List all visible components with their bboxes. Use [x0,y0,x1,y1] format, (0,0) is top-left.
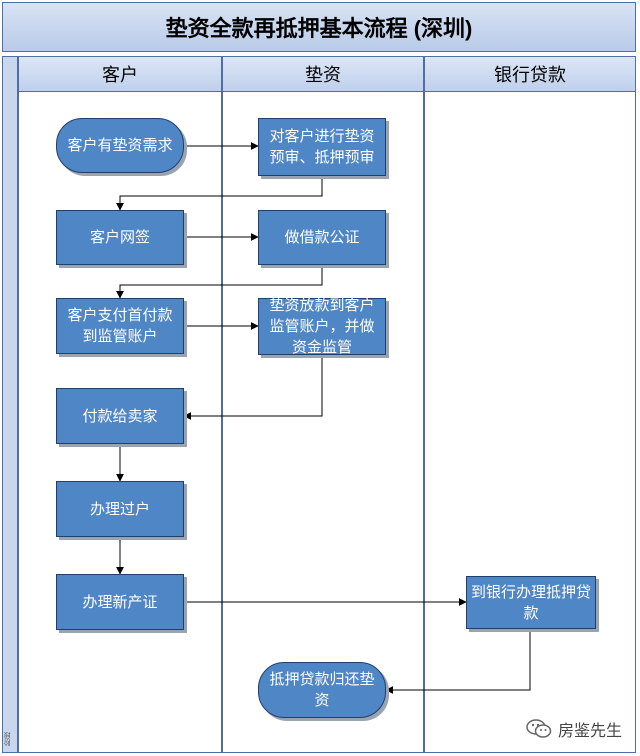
node-loan-notarization: 做借款公证 [258,210,386,265]
lane-header-bridge-loan: 垫资 [222,56,424,92]
node-pre-review: 对客户进行垫资预审、抵押预审 [258,118,386,176]
lane-bridge-loan [222,92,424,753]
diagram-title: 垫资全款再抵押基本流程 (深圳) [2,2,636,52]
lane-bank-loan [424,92,636,753]
node-bridge-loan-demand: 客户有垫资需求 [56,118,184,173]
node-bank-mortgage: 到银行办理抵押贷款 [466,576,596,629]
lane-header-bank-loan: 银行贷款 [424,56,636,92]
lane-header-customer: 客户 [18,56,222,92]
node-down-payment: 客户支付首付款到监管账户 [56,298,184,354]
node-transfer-ownership: 办理过户 [56,481,184,537]
watermark: 房鉴先生 [526,714,622,744]
node-disburse-funds: 垫资放款到客户监管账户，并做资金监管 [258,297,386,356]
phase-label: 阶段 [4,732,11,746]
phase-strip [2,56,18,753]
node-online-signing: 客户网签 [56,210,184,265]
watermark-text: 房鉴先生 [558,723,623,740]
wechat-icon [526,719,552,738]
node-repay-bridge-loan: 抵押贷款归还垫资 [258,662,386,718]
node-pay-seller: 付款给卖家 [56,388,184,444]
node-new-property-certificate: 办理新产证 [56,574,184,630]
